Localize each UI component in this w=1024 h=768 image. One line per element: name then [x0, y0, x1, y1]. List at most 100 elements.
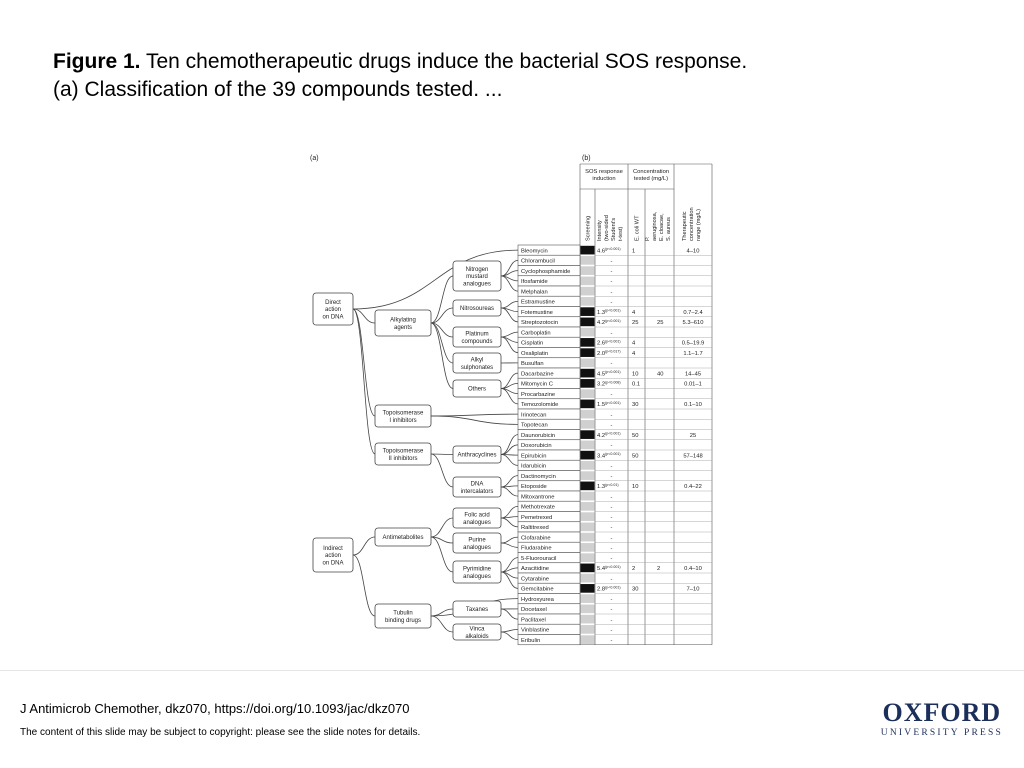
ecoli-concentration: 4: [632, 310, 636, 316]
drug-name: Paclitaxel: [521, 617, 546, 623]
figure-caption-text: Ten chemotherapeutic drugs induce the ba…: [53, 50, 748, 101]
screening-positive-mark: [580, 245, 595, 255]
tree-link: [430, 536, 454, 573]
table-row: Eribulin-: [517, 634, 712, 646]
drug-name: Dactinomycin: [521, 474, 556, 480]
tree-subclass-box: Others: [452, 379, 502, 398]
screening-positive-mark: [580, 450, 595, 460]
drug-name: Cisplatin: [521, 341, 543, 347]
table-row: Cytarabine-: [517, 572, 712, 584]
citation[interactable]: J Antimicrob Chemother, dkz070, https://…: [20, 701, 410, 716]
tree-connectors: [352, 249, 519, 641]
tree-subclass-box: Nitrosoureas: [452, 299, 502, 317]
screening-negative-mark: [580, 440, 595, 450]
tree-subclass-box-label: Anthracyclines: [457, 453, 496, 459]
screening-negative-mark: [580, 420, 595, 429]
tree-subclass-box-frame: [452, 623, 502, 641]
tree-link: [500, 542, 519, 548]
screening-negative-mark: [580, 573, 595, 583]
publisher-logo: OXFORD UNIVERSITY PRESS: [881, 700, 1003, 739]
tree-link: [430, 453, 454, 455]
intensity-value: -: [611, 300, 613, 306]
tree-link: [430, 536, 454, 544]
tree-class-box-frame: [374, 603, 432, 629]
intensity-value: 1.5(p<0.001): [597, 401, 621, 408]
intensity-value: -: [611, 474, 613, 480]
footer-divider: [0, 670, 1024, 671]
intensity-value: -: [611, 556, 613, 562]
ecoli-concentration: 1: [632, 248, 635, 254]
table-row: Chlorambucil-: [517, 254, 712, 266]
tree-link: [500, 300, 519, 309]
table-row: Topotecan-: [517, 418, 712, 430]
drug-name: Vinblastine: [521, 628, 549, 634]
tree-link: [500, 434, 519, 455]
tree-link: [430, 517, 454, 538]
screening-positive-mark: [580, 368, 595, 378]
table-row: Idarubicin-: [517, 459, 712, 471]
screening-negative-mark: [580, 625, 595, 634]
tree-subclass-box-frame: [452, 326, 502, 348]
screening-negative-mark: [580, 389, 595, 398]
tree-subclass-box-frame: [452, 379, 502, 398]
drug-name: Procarbazine: [521, 392, 555, 398]
tree-link: [500, 505, 519, 519]
ecoli-concentration: 4: [632, 351, 636, 357]
header-ecoli: E. coli WT: [635, 215, 641, 241]
screening-negative-mark: [580, 491, 595, 501]
tree-subclass-box-frame: [452, 299, 502, 317]
ecoli-concentration: 25: [632, 320, 638, 326]
screening-negative-mark: [580, 522, 595, 532]
screening-negative-mark: [580, 409, 595, 419]
table-row: Dactinomycin -: [517, 470, 712, 482]
table-row: Vinblastine-: [517, 623, 712, 635]
intensity-value: -: [611, 289, 613, 295]
ecoli-concentration: 30: [632, 402, 638, 408]
tree-link: [352, 536, 376, 556]
tree-subclass-box-label: Taxanes: [466, 607, 488, 613]
tree-class-box: Antimetabolites: [374, 527, 432, 547]
screening-negative-mark: [580, 635, 595, 644]
therapeutic-range: 7–10: [687, 587, 700, 593]
table-row: Clofarabine-: [517, 531, 712, 543]
intensity-value: -: [611, 638, 613, 644]
table-row: Pemetrexed-: [517, 511, 712, 523]
table-row: Ifosfamide-: [517, 275, 712, 287]
screening-positive-mark: [580, 338, 595, 347]
intensity-value: 4.2(p<0.001): [597, 319, 621, 326]
drug-name: Fludarabine: [521, 546, 552, 552]
table-row: Cyclophosphamide-: [517, 265, 712, 277]
screening-negative-mark: [580, 512, 595, 521]
therapeutic-range: 14–45: [685, 371, 701, 377]
intensity-value: -: [611, 505, 613, 511]
tree-link: [430, 275, 454, 324]
drug-name: Etoposide: [521, 484, 547, 490]
tree-class-box-frame: [374, 404, 432, 428]
other-species-concentration: 25: [657, 320, 663, 326]
screening-positive-mark: [580, 348, 595, 357]
therapeutic-range: 57–148: [683, 453, 702, 459]
screening-positive-mark: [580, 481, 595, 491]
tree-root-box-frame: [312, 292, 354, 326]
tree-link: [430, 615, 454, 633]
drug-name: Oxaliplatin: [521, 351, 548, 357]
